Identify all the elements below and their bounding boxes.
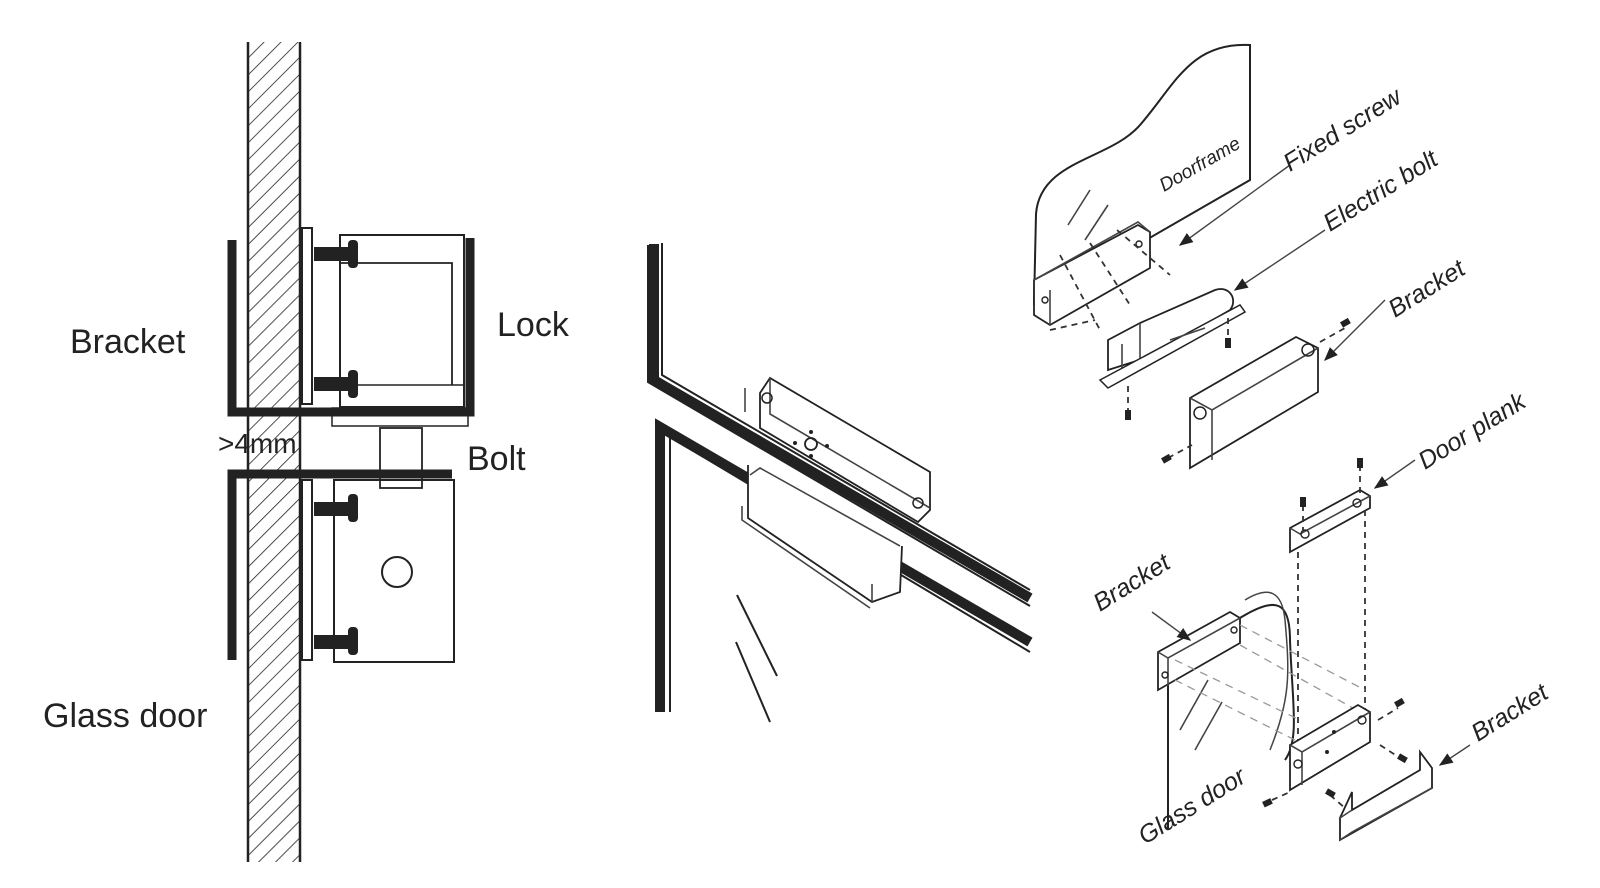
- glass-reflection: [735, 594, 778, 723]
- left-bracket-mounted: [1157, 610, 1241, 692]
- perspective-view: [647, 243, 1033, 723]
- door-frame-inner: [655, 418, 1033, 712]
- exploded-view: Doorframe: [1033, 43, 1554, 850]
- mount-holes: [793, 430, 829, 458]
- mounted-bracket: [744, 376, 931, 524]
- screws-lower: [314, 494, 358, 655]
- label-glass-door-exploded: Glass door: [1133, 761, 1252, 850]
- glass-panel-lower: [301, 479, 313, 661]
- screws-upper: [314, 240, 358, 398]
- label-bracket: Bracket: [70, 323, 186, 361]
- label-gap: >4mm: [218, 428, 297, 459]
- glass-panel-upper: [301, 227, 313, 405]
- alignment-guides: [1174, 624, 1366, 746]
- screws-lower-group: [1262, 697, 1408, 809]
- lower-bracket: [227, 469, 452, 660]
- top-channel: [1033, 221, 1151, 327]
- glass-door-panel: [1167, 591, 1295, 830]
- wall-hatched: [246, 42, 302, 862]
- perspective-lock-body: [741, 465, 903, 609]
- bracket-block-top: [1161, 317, 1351, 470]
- right-u-bracket: [1339, 749, 1433, 842]
- label-bracket-right: Bracket: [1466, 678, 1554, 747]
- section-view: Bracket Lock >4mm Bolt Glass door: [43, 42, 570, 862]
- lock-body: [331, 234, 469, 427]
- label-door-plank: Door plank: [1413, 386, 1532, 475]
- screw-guides-top: [1049, 229, 1171, 331]
- doorframe-panel: Doorframe: [1033, 43, 1251, 306]
- leader-arrows-top: [1178, 164, 1416, 489]
- label-electric-bolt: Electric bolt: [1318, 144, 1443, 237]
- door-plank: [1289, 458, 1371, 554]
- vertical-guides: [1297, 510, 1366, 760]
- label-glass-door: Glass door: [43, 697, 207, 735]
- lower-plank: [1289, 703, 1371, 792]
- label-bolt: Bolt: [467, 440, 526, 478]
- electric-bolt: [1098, 288, 1247, 420]
- label-fixed-screw: Fixed screw: [1278, 82, 1408, 177]
- label-bracket-left: Bracket: [1088, 548, 1176, 617]
- leader-arrows-lower: [1151, 611, 1471, 766]
- door-frame-outer: [647, 243, 1033, 607]
- strike-plate: [333, 479, 455, 663]
- label-bracket-top: Bracket: [1383, 254, 1471, 323]
- label-lock: Lock: [497, 306, 570, 344]
- upper-bracket: [227, 238, 475, 417]
